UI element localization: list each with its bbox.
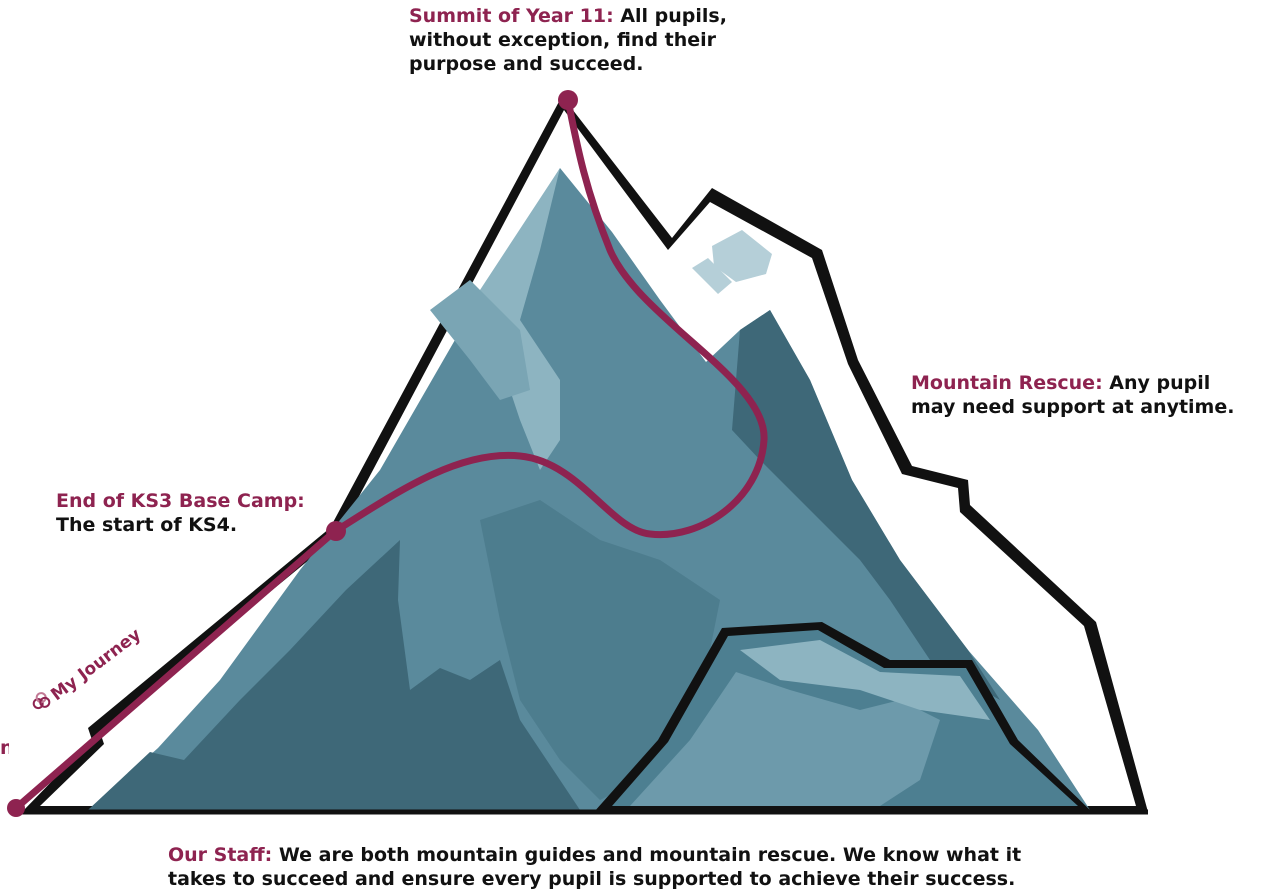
summit-title: Summit of Year 11: bbox=[409, 5, 614, 27]
knot-logo-icon bbox=[28, 689, 56, 718]
route-start-marker bbox=[7, 799, 25, 817]
summit-callout: Summit of Year 11: All pupils, without e… bbox=[409, 4, 769, 76]
staff-title: Our Staff: bbox=[168, 844, 273, 866]
mountain-shadow-right bbox=[732, 310, 1000, 700]
mountain-shadow-center bbox=[480, 500, 720, 800]
staff-text: We are both mountain guides and mountain… bbox=[168, 844, 1022, 890]
snow-patch-1 bbox=[712, 230, 772, 282]
start-label-fragment: n bbox=[0, 737, 9, 759]
snow-patch-2 bbox=[692, 258, 732, 294]
mountain-highlight-streak bbox=[430, 280, 530, 400]
summit-text: All pupils, without exception, find thei… bbox=[409, 5, 727, 75]
mountain-rescue-text: Any pupil may need support at anytime. bbox=[911, 372, 1235, 418]
route-summit-marker bbox=[558, 90, 578, 110]
mountain-rescue-title: Mountain Rescue: bbox=[911, 372, 1103, 394]
my-journey-label: My Journey bbox=[28, 622, 145, 718]
base-camp-title: End of KS3 Base Camp: bbox=[56, 490, 305, 512]
foreground-rock-highlight bbox=[630, 672, 940, 806]
mountain-shadow-left bbox=[88, 540, 580, 810]
route-basecamp-marker bbox=[326, 521, 346, 541]
journey-route bbox=[12, 96, 768, 812]
staff-callout: Our Staff: We are both mountain guides a… bbox=[168, 843, 1068, 891]
mountain-highlight-center bbox=[476, 168, 560, 470]
mountain-rescue-callout: Mountain Rescue: Any pupil may need supp… bbox=[911, 371, 1251, 419]
base-camp-text: The start of KS4. bbox=[56, 514, 238, 536]
base-camp-callout: End of KS3 Base Camp: The start of KS4. bbox=[56, 489, 356, 537]
foreground-rock-light bbox=[740, 640, 990, 720]
